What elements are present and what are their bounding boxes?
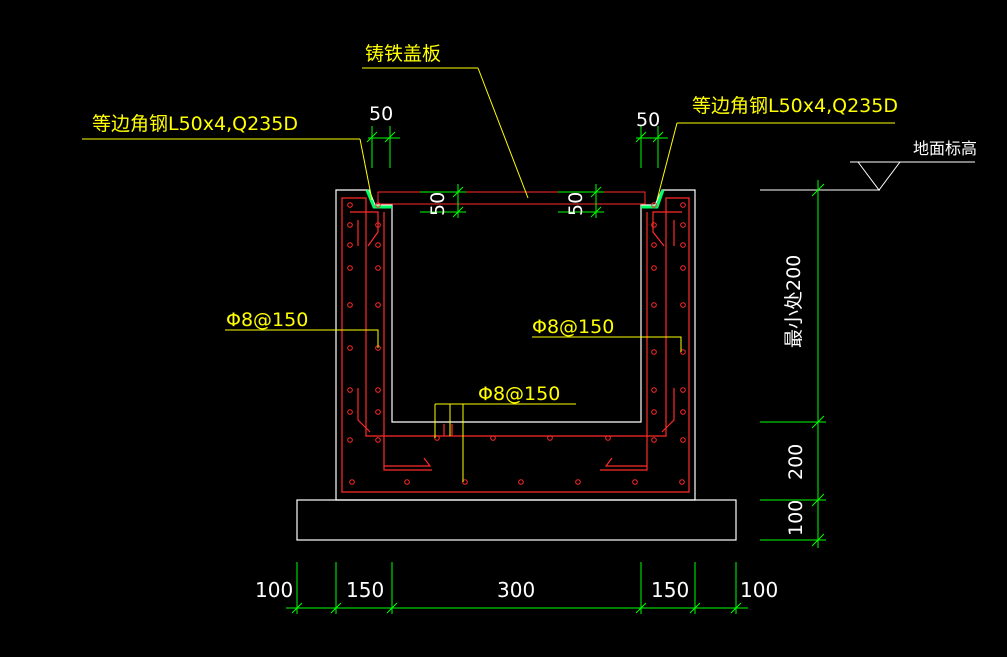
- leader-rebar-left: [225, 329, 379, 348]
- dim-inner-right: 50: [565, 192, 587, 216]
- rebar-dot: [347, 265, 353, 271]
- rebar-stirrup-bottom: [443, 424, 453, 436]
- label-angle-right: 等边角钢L50x4,Q235D: [692, 95, 898, 117]
- cover-plate: [377, 191, 646, 205]
- dim-bottom-0: 100: [255, 578, 293, 602]
- rebar-dot: [375, 302, 381, 308]
- rebar-dot: [375, 387, 381, 393]
- rebar-hook-right-bottom: [661, 388, 675, 433]
- rebar-dot: [375, 202, 381, 208]
- rebar-dot: [651, 265, 657, 271]
- angle-steel-right: [641, 189, 665, 209]
- angle-steel-left: [365, 189, 392, 209]
- rebar-dot: [347, 302, 353, 308]
- rebar-dot: [518, 479, 524, 485]
- label-rebar-left: Φ8@150: [226, 309, 308, 331]
- leader-rebar-right: [532, 336, 682, 352]
- rebar-dot: [680, 242, 686, 248]
- leaders: [82, 67, 895, 482]
- rebar-hook-br: [604, 457, 647, 467]
- rebar-dot: [651, 349, 657, 355]
- rebar-dot: [347, 387, 353, 393]
- dim-right-bottom: 100: [785, 500, 807, 536]
- rebar-dot: [651, 409, 657, 415]
- rebar-dot: [347, 202, 353, 208]
- rebar-dot: [680, 302, 686, 308]
- rebar-hook-left-top: [350, 211, 379, 247]
- label-rebar-right: Φ8@150: [532, 316, 614, 338]
- dim-bottom-2: 300: [497, 578, 535, 602]
- label-ground-level: 地面标高: [913, 139, 977, 158]
- leader-angle-left: [359, 138, 373, 201]
- dim-inner-left: 50: [427, 192, 449, 216]
- rebar-dot: [680, 265, 686, 271]
- rebar-dot: [680, 202, 686, 208]
- concrete-outline: [296, 189, 737, 541]
- rebar-dot: [547, 435, 553, 441]
- rebar-dot: [404, 479, 410, 485]
- rebar-dot: [651, 222, 657, 228]
- rebar-dot: [680, 222, 686, 228]
- rebar-hook-right-top: [652, 211, 682, 247]
- dim-top-left: 50: [369, 103, 393, 125]
- rebar-hook-bl: [384, 457, 432, 467]
- rebar-dot: [651, 302, 657, 308]
- rebar-inner-right: [600, 212, 648, 471]
- base-cushion: [296, 499, 737, 541]
- rebar-dot: [347, 437, 353, 443]
- rebar-dot: [680, 437, 686, 443]
- rebar-dot: [651, 387, 657, 393]
- dim-right-mid: 200: [785, 444, 807, 480]
- rebar-dot: [375, 222, 381, 228]
- dim-right-top: 最小处200: [783, 255, 805, 348]
- rebar-dot: [375, 409, 381, 415]
- rebar-dots: [347, 202, 686, 485]
- dim-bottom-1: 150: [346, 578, 384, 602]
- rebar-dot: [349, 479, 355, 485]
- dim-top-right: 50: [636, 109, 660, 131]
- leader-cover: [477, 67, 529, 199]
- rebar-dot: [632, 479, 638, 485]
- rebar-dot: [605, 435, 611, 441]
- rebar-dot: [651, 202, 657, 208]
- label-rebar-bottom: Φ8@150: [478, 383, 560, 405]
- rebar-dot: [679, 479, 685, 485]
- rebar-dot: [375, 265, 381, 271]
- dim-bottom: [286, 562, 748, 614]
- rebar-dot: [651, 242, 657, 248]
- dim-bottom-3: 150: [651, 578, 689, 602]
- dim-top: [366, 126, 668, 218]
- channel-outline: [335, 189, 696, 501]
- rebar-dot: [375, 437, 381, 443]
- angle-steel: [365, 189, 665, 209]
- dim-bottom-4: 100: [740, 578, 778, 602]
- ground-level-symbol: [760, 161, 975, 191]
- rebar-dot: [651, 437, 657, 443]
- label-cover-plate: 铸铁盖板: [365, 43, 441, 65]
- rebar-hook-left-bottom: [357, 388, 371, 433]
- rebar-dot: [347, 345, 353, 351]
- rebar-dot: [490, 435, 496, 441]
- leader-angle-right: [656, 122, 678, 201]
- rebar-dot: [347, 242, 353, 248]
- rebar-outer: [341, 197, 690, 493]
- rebar-inner-left: [383, 212, 432, 471]
- dim-right: [760, 180, 826, 548]
- rebar-dot: [680, 387, 686, 393]
- rebar-dot: [347, 222, 353, 228]
- rebar-dot: [680, 409, 686, 415]
- rebar-dot: [375, 242, 381, 248]
- rebar-dot: [575, 479, 581, 485]
- label-angle-left: 等边角钢L50x4,Q235D: [92, 113, 298, 135]
- rebar-dot: [347, 409, 353, 415]
- rebar-cage: [341, 197, 690, 493]
